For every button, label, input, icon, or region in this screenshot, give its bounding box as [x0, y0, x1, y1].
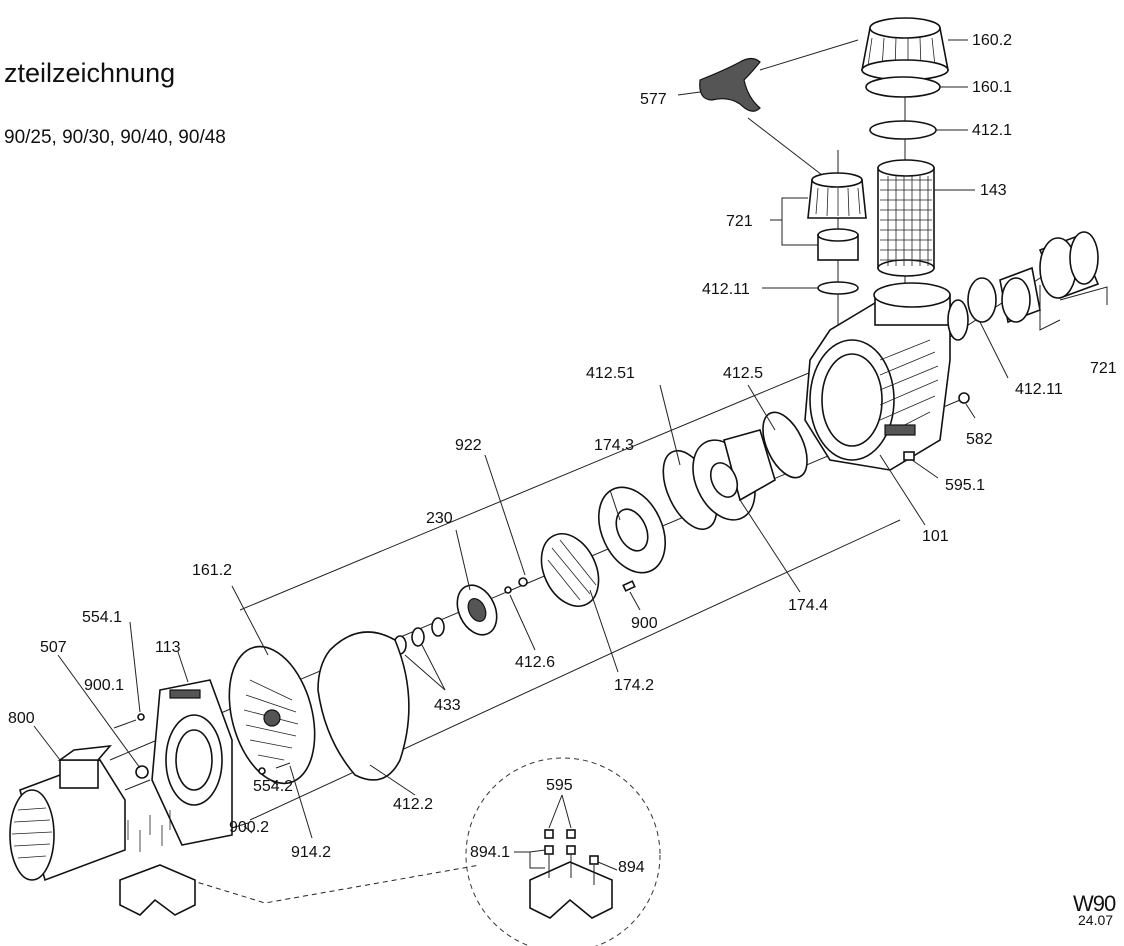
motor-foot-part [119, 810, 196, 916]
oring-412-2-part [317, 631, 410, 781]
label-894-1: 894.1 [470, 844, 510, 861]
label-412-11-right: 412.11 [1015, 381, 1063, 398]
oring-412-1-part [869, 120, 937, 140]
union-right-part [967, 231, 1100, 324]
label-900-1: 900.1 [84, 677, 124, 694]
label-412-1: 412.1 [972, 122, 1012, 139]
label-894: 894 [618, 859, 645, 876]
label-595-1: 595.1 [945, 477, 985, 494]
mechanical-seal-433-part [393, 617, 445, 655]
label-230: 230 [426, 510, 453, 527]
cover-seal-part [865, 76, 941, 98]
diffuser-174-4-part [692, 429, 776, 521]
label-595: 595 [546, 777, 573, 794]
screw-900-part [622, 580, 636, 592]
bolt-554-2-part [258, 762, 291, 775]
seal-cover-161-2-part [228, 645, 316, 785]
oring-412-11-left-part [817, 281, 859, 295]
document-date: 24.07 [1078, 912, 1114, 928]
oring-412-6-part [504, 586, 512, 594]
screw-900-1-part [113, 713, 145, 729]
label-412-2: 412.2 [393, 796, 433, 813]
label-143: 143 [980, 182, 1007, 199]
pump-housing-part [804, 282, 969, 471]
label-577: 577 [640, 91, 667, 108]
strainer-basket-part [877, 159, 935, 277]
label-174-4: 174.4 [788, 597, 828, 614]
label-721-left: 721 [726, 213, 753, 230]
motor-800-part [9, 744, 151, 882]
union-left-part [807, 172, 867, 261]
label-160-2: 160.2 [972, 32, 1012, 49]
drain-plug-582-part [958, 392, 970, 404]
label-800: 800 [8, 710, 35, 727]
diffuser-174-3-part [598, 486, 666, 574]
screw-900-2-part [231, 822, 249, 829]
label-900-2: 900.2 [229, 819, 269, 836]
label-507: 507 [40, 639, 67, 656]
diffuser-174-2-part [540, 533, 600, 607]
part-labels: 160.2 160.1 412.1 143 577 721 412.11 721… [8, 32, 1117, 876]
washer-507-part [135, 765, 149, 779]
label-412-6: 412.6 [515, 654, 555, 671]
label-582: 582 [966, 431, 993, 448]
detail-circle [465, 757, 661, 946]
label-412-11-left: 412.11 [702, 281, 750, 298]
label-161-2: 161.2 [192, 562, 232, 579]
bracket-113-part [151, 679, 233, 846]
label-412-51: 412.51 [586, 365, 635, 382]
label-412-5: 412.5 [723, 365, 763, 382]
plug-595-1-part [903, 451, 915, 461]
label-160-1: 160.1 [972, 79, 1012, 96]
strainer-lid-part [861, 17, 949, 81]
label-914-2: 914.2 [291, 844, 331, 861]
label-113: 113 [155, 639, 181, 656]
label-554-2: 554.2 [253, 778, 293, 795]
label-433: 433 [434, 697, 461, 714]
seal-922-part [518, 577, 528, 587]
lid-key-part [699, 57, 761, 112]
drawing-title: zteilzeichnung [4, 58, 176, 88]
leader-lines [33, 39, 1108, 871]
label-922: 922 [455, 437, 482, 454]
label-101: 101 [922, 528, 949, 545]
label-174-2: 174.2 [614, 677, 654, 694]
model-list: 90/25, 90/30, 90/40, 90/48 [4, 127, 226, 148]
label-900: 900 [631, 615, 658, 632]
label-721-right: 721 [1090, 360, 1117, 377]
label-174-3: 174.3 [594, 437, 634, 454]
impeller-230-part [456, 584, 498, 636]
label-554-1: 554.1 [82, 609, 122, 626]
document-id: W90 [1073, 891, 1116, 916]
